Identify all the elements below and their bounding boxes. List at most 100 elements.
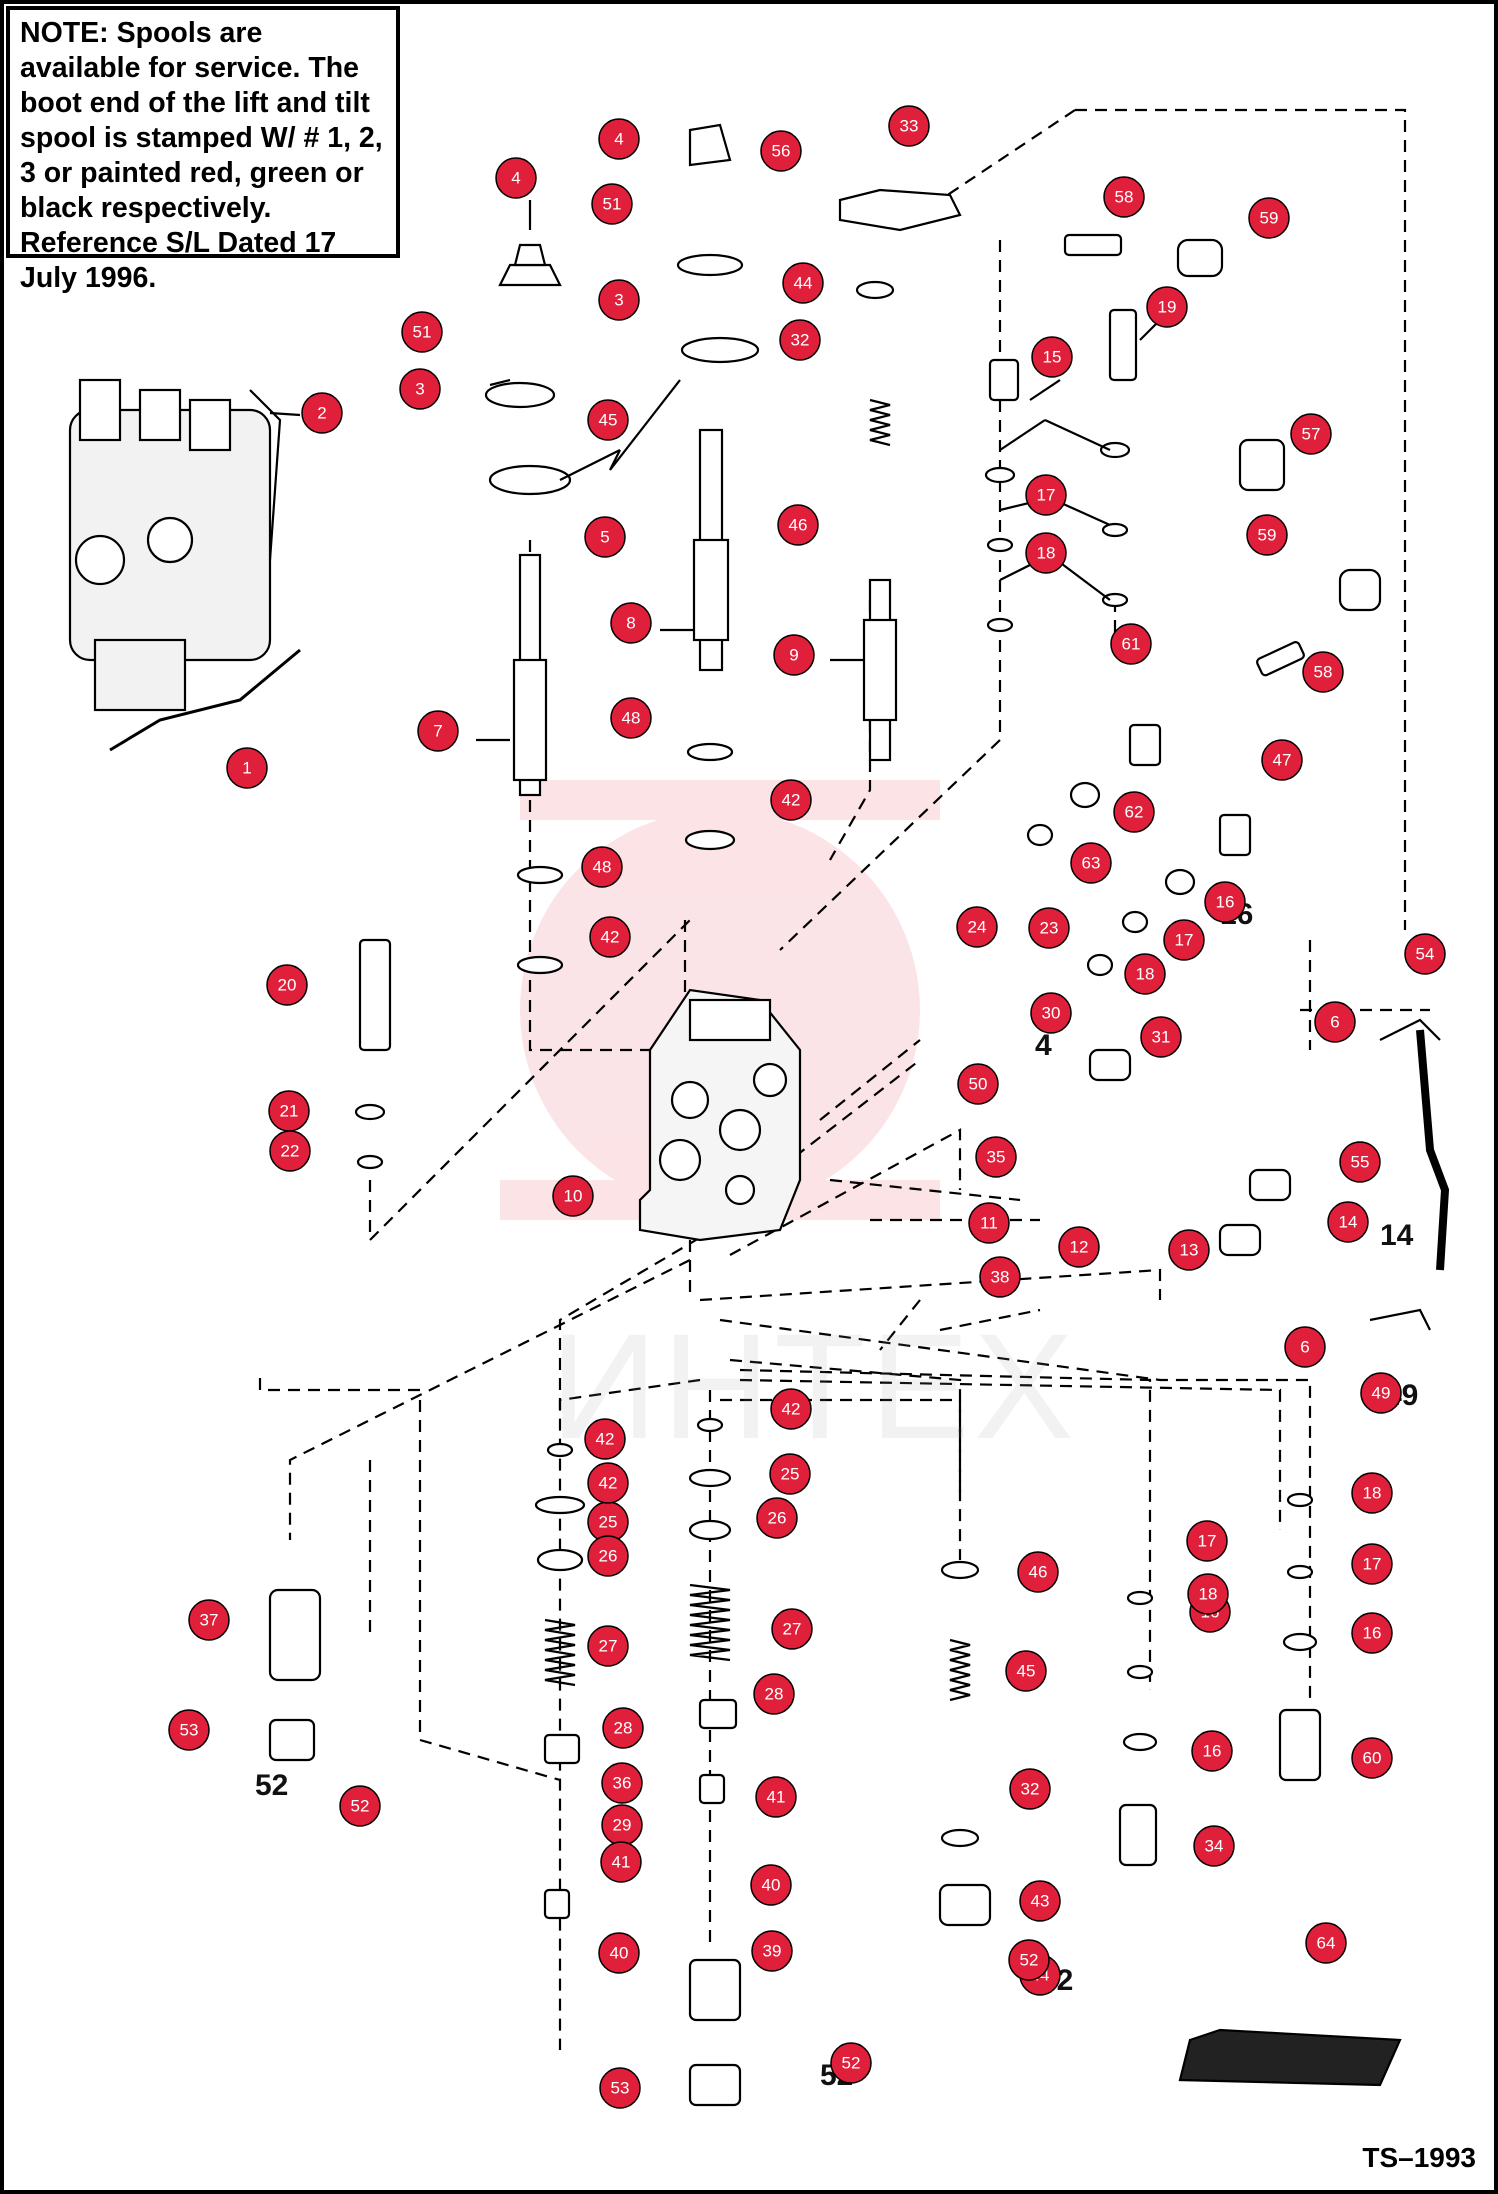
callout-number: 42 [599, 1474, 618, 1493]
callout-40: 40 [750, 1864, 792, 1906]
callout-number: 24 [968, 918, 987, 937]
callout-number: 30 [1042, 1004, 1061, 1023]
callout-44: 44 [782, 262, 824, 304]
callout-18: 18 [1124, 953, 1166, 995]
callout-22: 22 [269, 1130, 311, 1172]
callout-15: 15 [1031, 336, 1073, 378]
callout-number: 21 [280, 1102, 299, 1121]
callout-27: 27 [587, 1625, 629, 1667]
valve-body [638, 988, 802, 1242]
callout-number: 48 [622, 709, 641, 728]
callout-16: 16 [1204, 881, 1246, 923]
callout-number: 59 [1260, 209, 1279, 228]
callout-number: 18 [1136, 965, 1155, 984]
callout-number: 12 [1070, 1238, 1089, 1257]
callout-marker [599, 2067, 641, 2109]
callout-13: 13 [1168, 1229, 1210, 1271]
callout-number: 15 [1043, 348, 1062, 367]
callout-number: 39 [763, 1942, 782, 1961]
callout-layer: 1233445667891011121314151616161617171717… [168, 105, 1446, 2109]
callout-63: 63 [1070, 842, 1112, 884]
callout-32: 32 [1009, 1768, 1051, 1810]
callout-52: 52 [830, 2042, 872, 2084]
callout-marker [587, 1535, 629, 1577]
callout-marker [399, 368, 441, 410]
callout-8: 8 [610, 602, 652, 644]
callout-number: 35 [987, 1148, 1006, 1167]
callout-marker [751, 1930, 793, 1972]
callout-32: 32 [779, 319, 821, 361]
callout-marker [1290, 413, 1332, 455]
callout-30: 30 [1030, 992, 1072, 1034]
callout-marker [1146, 286, 1188, 328]
callout-number: 17 [1198, 1532, 1217, 1551]
spool-8 [692, 428, 730, 672]
callout-10: 10 [552, 1175, 594, 1217]
callout-number: 6 [1300, 1338, 1309, 1357]
callout-62: 62 [1113, 791, 1155, 833]
callout-marker [598, 279, 640, 321]
callout-number: 51 [413, 323, 432, 342]
callout-marker [587, 1462, 629, 1504]
callout-number: 16 [1363, 1624, 1382, 1643]
callout-6: 6 [1314, 1001, 1356, 1043]
callout-29: 29 [601, 1804, 643, 1846]
callout-number: 1 [242, 759, 251, 778]
callout-20: 20 [266, 964, 308, 1006]
callout-marker [339, 1785, 381, 1827]
callout-marker [584, 516, 626, 558]
callout-marker [581, 846, 623, 888]
callout-49: 49 [1360, 1372, 1402, 1414]
callout-marker [753, 1673, 795, 1715]
callout-marker [1314, 1001, 1356, 1043]
callout-marker [1124, 953, 1166, 995]
callout-34: 34 [1193, 1825, 1235, 1867]
callout-42: 42 [584, 1418, 626, 1460]
callout-marker [266, 964, 308, 1006]
callout-number: 41 [612, 1853, 631, 1872]
callout-46: 46 [777, 504, 819, 546]
callout-24: 24 [956, 906, 998, 948]
callout-marker [760, 130, 802, 172]
service-note: NOTE: Spools are available for service. … [6, 6, 400, 294]
callout-53: 53 [168, 1709, 210, 1751]
callout-number: 59 [1258, 526, 1277, 545]
callout-marker [1017, 1551, 1059, 1593]
callout-number: 5 [600, 528, 609, 547]
callout-26: 26 [756, 1497, 798, 1539]
callout-marker [777, 504, 819, 546]
callout-marker [598, 1932, 640, 1974]
callout-4: 4 [598, 118, 640, 160]
callout-number: 16 [1203, 1742, 1222, 1761]
callout-42: 42 [770, 1388, 812, 1430]
callout-4: 4 [495, 157, 537, 199]
callout-number: 56 [772, 142, 791, 161]
callout-marker [1351, 1543, 1393, 1585]
callout-marker [600, 1841, 642, 1883]
callout-56: 56 [760, 130, 802, 172]
callout-26: 26 [587, 1535, 629, 1577]
callout-marker [1404, 933, 1446, 975]
callout-number: 26 [768, 1509, 787, 1528]
callout-number: 10 [564, 1187, 583, 1206]
callout-7: 7 [417, 710, 459, 752]
callout-number: 42 [596, 1430, 615, 1449]
callout-marker [1284, 1326, 1326, 1368]
callout-marker [168, 1709, 210, 1751]
callout-marker [601, 1762, 643, 1804]
callout-number: 32 [791, 331, 810, 350]
callout-number: 37 [200, 1611, 219, 1630]
callout-marker [979, 1256, 1021, 1298]
callout-number: 33 [900, 117, 919, 136]
callout-33: 33 [888, 105, 930, 147]
callout-number: 43 [1031, 1892, 1050, 1911]
callout-number: 19 [1158, 298, 1177, 317]
callout-marker [1193, 1825, 1235, 1867]
callout-marker [1110, 623, 1152, 665]
callout-marker [888, 105, 930, 147]
note-text: Spools are available for service. The bo… [20, 17, 383, 294]
spool-7 [512, 553, 548, 797]
callout-marker [1187, 1573, 1229, 1615]
spool-9 [862, 578, 898, 762]
callout-21: 21 [268, 1090, 310, 1132]
